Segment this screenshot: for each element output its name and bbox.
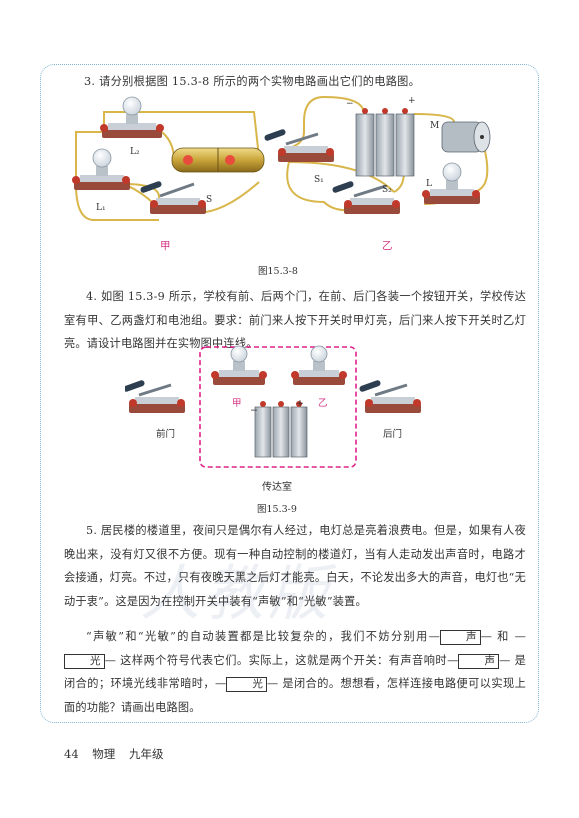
label-guard-room: 传达室: [262, 482, 292, 493]
switch-s: [140, 181, 206, 214]
guard-room-border: [199, 346, 357, 468]
battery-pack-right: [355, 108, 415, 177]
q5-text-a: “声敏”和“光敏”的自动装置都是比较复杂的，我们不妨分别用: [86, 630, 429, 643]
figure-15-3-9: [125, 345, 421, 468]
battery-pack-left: [171, 147, 265, 173]
q5-text-e: 是闭合的。想想看，怎样连接电路便可以实现上面的功能？请画出电路图。: [64, 677, 526, 714]
label-plus-8: +: [408, 96, 416, 106]
label-lamp-jia: 甲: [232, 398, 242, 409]
q5-text-c: 这样两个符号代表它们。实际上，这就是两个开关：有声音响时: [120, 653, 448, 667]
light-sensor-symbol-2: 光: [226, 677, 268, 692]
footer-subject: 物理: [92, 747, 116, 761]
label-plus-9: +: [296, 398, 304, 409]
figure-8-title: 图15.3-8: [258, 266, 298, 277]
question-3: 3. 请分别根据图 15.3-8 所示的两个实物电路画出它们的电路图。: [84, 75, 421, 88]
switch-back-door: [359, 380, 421, 413]
switch-s2: [332, 181, 400, 214]
q5-text-b: 和: [497, 630, 510, 643]
light-sensor-symbol: 光: [64, 653, 105, 669]
label-s: S: [206, 195, 212, 205]
lamp-l2: [100, 96, 164, 138]
label-back-door: 后门: [383, 429, 403, 440]
label-l2: L₂: [130, 147, 140, 157]
figure-15-3-8: L₂ L₁ S: [72, 95, 491, 221]
label-l: L: [426, 179, 432, 189]
content-frame: [40, 64, 539, 723]
watermark: 人教版: [140, 559, 332, 629]
page-footer: 44 物理 九年级: [64, 746, 173, 762]
battery-pack-room: [254, 401, 308, 458]
question-5-p1: 5. 居民楼的楼道里，夜间只是偶尔有人经过，电灯总是亮着浪费电。但是，如果有人夜…: [64, 524, 526, 608]
lamp-l: [422, 162, 480, 204]
lamp-yi: [291, 345, 347, 385]
caption-jia: 甲: [160, 240, 171, 252]
question-5-p2: “声敏”和“光敏”的自动装置都是比较复杂的，我们不妨分别用—声— 和 —光— 这…: [64, 630, 526, 714]
footer-grade: 九年级: [128, 747, 164, 761]
sound-sensor-symbol: 声: [440, 630, 481, 645]
switch-front-door: [125, 380, 185, 413]
question-4: 4. 如图 15.3-9 所示，学校有前、后两个门，在前、后门各装一个按钮开关，…: [64, 290, 526, 350]
label-lamp-yi: 乙: [318, 398, 328, 409]
page-number: 44: [64, 747, 79, 761]
label-s1: S₁: [314, 175, 324, 185]
label-front-door: 前门: [156, 429, 176, 440]
sound-sensor-symbol-2: 声: [458, 653, 500, 669]
lamp-l1: [72, 148, 130, 190]
label-minus-9: −: [250, 405, 258, 416]
label-m: M: [430, 121, 439, 131]
label-minus-8: −: [346, 99, 354, 109]
lamp-jia: [211, 345, 267, 385]
caption-yi: 乙: [382, 240, 393, 252]
motor-m: [441, 121, 491, 153]
label-s2: S₂: [382, 185, 392, 195]
label-l1: L₁: [96, 203, 106, 213]
q5-text-d: 是闭合的；环境光线非常暗时，: [64, 653, 526, 691]
switch-s1: [264, 129, 334, 162]
figure-9-title: 图15.3-9: [257, 504, 297, 515]
